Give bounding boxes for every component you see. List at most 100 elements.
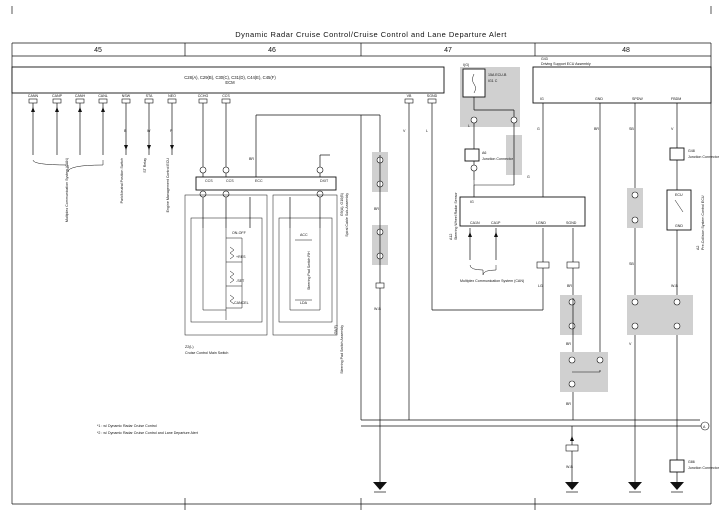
junction-g48: G48 Junction Connector [669, 147, 720, 190]
wire-color-g-2: G [537, 127, 540, 131]
ecm-box: C28(A), C29(B), C30(C), C31(D), C44(E), … [11, 66, 445, 98]
wire-color-wb-1: W-B [374, 307, 382, 311]
steering-name: Steering Wheel Radar Sensor [454, 191, 458, 240]
steering-pin-ca1p: CA1P [491, 221, 501, 225]
ecm-pin-canh: CANH [75, 94, 86, 98]
wire-color-br-3: BR [567, 284, 572, 288]
fuse-name: 15A ECU-B [488, 73, 507, 77]
spiral-pin-1: CCS [205, 179, 213, 183]
wire-color-v-2: V [671, 127, 674, 131]
ecm-spiral-wires: BR V L [199, 103, 433, 420]
wire-color-lg: LG [538, 284, 543, 288]
wire-color-ls-2: L [468, 124, 470, 128]
ecm-ref: ECM [225, 80, 235, 85]
note-1: *1 : w/ Dynamic Radar Cruise Control [97, 424, 157, 428]
steering-pin-ca1n: CA1N [470, 221, 480, 225]
footnotes: *1 : w/ Dynamic Radar Cruise Control *2 … [97, 424, 198, 435]
note-2: *2 : w/ Dynamic Radar Cruise Control and… [97, 431, 198, 435]
mux-system-right: Multiplex Communication System (CAN) [460, 279, 524, 283]
can-wires: Multiplex Communication System (CAN) [31, 103, 105, 222]
wire-color-br-1: BR [249, 157, 254, 161]
section-48: 48 [622, 47, 630, 54]
driving-ecu-name: Driving Support ECU Assembly [541, 62, 591, 66]
ecm-connectors: C28(A), C29(B), C30(C), C31(D), C44(E), … [184, 75, 276, 80]
junction-g86: G86 Junction Connector [669, 459, 720, 482]
wire-color-nsw: B [124, 129, 127, 133]
label-engine-mgmt: Engine Management Control ECU [166, 158, 170, 213]
switch-label-res: +RES [236, 255, 246, 259]
junction-a6-name: Junction Connector [482, 157, 514, 161]
label-park-neutral: Park/Neutral Position Switch [120, 158, 124, 203]
spiral-cable: CCS CCS ECC DXIT G9(A), G10(B) Spiral Ca… [195, 176, 349, 237]
ecm-pin-neo: NEO [168, 94, 176, 98]
fuse-block: 15A ECU-B IG1 C I(G) A6 Junction Connect… [460, 63, 530, 186]
wire-color-neo: P [170, 129, 173, 133]
switch-label-set: -SET [236, 279, 245, 283]
main-switch: ON-OFF +RES -SET CANCEL Z2(L) Cruise Con… [184, 194, 268, 355]
junction-g48-name: Junction Connector [688, 155, 720, 159]
ecm-pin-canl: CANL [98, 94, 108, 98]
steering-pin-sgnd: SGND [566, 221, 577, 225]
ecm-pin-ccs: CCS [222, 94, 230, 98]
pad-label-acc: ACC [300, 233, 308, 237]
ecm-pin-cann: CANN [28, 94, 39, 98]
ecm-pin-nsw: NSW [122, 94, 131, 98]
switch-label-cancel: CANCEL [234, 301, 249, 305]
steering-pin-lgnd: LGND [536, 221, 546, 225]
connector-column-right: SB V [627, 188, 693, 346]
ecm-pin-sta: STA [146, 94, 153, 98]
spiral-pin-3: ECC [255, 179, 263, 183]
wire-color-br-5: BR [566, 342, 571, 346]
marker-a: A [703, 425, 706, 429]
wire-color-br-4: BR [594, 127, 599, 131]
wire-color-sta: W [147, 129, 151, 133]
driving-pin-spdw: SPDW [632, 97, 643, 101]
wire-color-g: G [527, 175, 530, 179]
precollision-gnd-label: GND [675, 224, 683, 228]
precollision-name: Pre-Collision System Control ECU [701, 195, 705, 250]
driving-pin-gnd: GND [595, 97, 603, 101]
wire-color-v-1: V [403, 129, 406, 133]
fuse-sub: IG1 C [488, 79, 498, 83]
main-switch-name: Cruise Control Main Switch [185, 351, 228, 355]
wire-color-br-6: BR [566, 402, 571, 406]
wire-color-br-2: BR [374, 207, 379, 211]
ground-symbols [373, 482, 684, 493]
junction-g86-name: Junction Connector [688, 466, 720, 470]
pad-name: Steering Pad Switch Assembly [340, 325, 344, 374]
wire-color-wb-2: W-B [671, 284, 679, 288]
wire-color-v-3: V [629, 342, 632, 346]
wire-color-sb-2: SB [629, 262, 634, 266]
precollision-ecu-label: ECU [675, 193, 683, 197]
junction-g86-ref: G86 [688, 460, 695, 464]
spiral-name: Spiral Cable Sub-Assembly [345, 193, 349, 237]
pad-switch: ACC LDA Steering Pad Switch RH G8(F) Ste… [272, 194, 344, 374]
marker-a-bus: A W-B [360, 115, 710, 482]
switch-label-onoff: ON-OFF [232, 231, 247, 235]
nsw-sta-neo-wires: B W P Park/Neutral Position Switch ST Re… [120, 103, 174, 212]
spiral-pin-2: CCS [226, 179, 234, 183]
pad-ref: G8(F) [334, 325, 338, 334]
precollision-ref: A2 [696, 246, 700, 250]
section-47: 47 [444, 47, 452, 54]
junction-a6-ref: A6 [482, 151, 486, 155]
steering-top-pin: IG [470, 200, 474, 204]
spiral-ref: G9(A), G10(B) [340, 193, 344, 216]
driving-ecu: G43 Driving Support ECU Assembly IG GND … [532, 57, 712, 482]
ecm-pin-cchg: CCHG [198, 94, 209, 98]
label-st-relay: ST Relay [143, 158, 147, 173]
pad-side-label: Steering Pad Switch RH [307, 251, 311, 290]
diagram-title: Dynamic Radar Cruise Control/Cruise Cont… [235, 30, 507, 39]
ecm-pin-sgnd: SGND [427, 94, 438, 98]
main-switch-ref: Z2(L) [185, 345, 194, 349]
wire-color-sb: SB [629, 127, 634, 131]
connector-column-mid: BR BR [560, 295, 608, 420]
connector-column-380: BR W-B [372, 152, 388, 482]
steering-ref: A12 [449, 234, 453, 240]
junction-g48-ref: G48 [688, 149, 695, 153]
driving-pin-fbdm: FBDM [671, 97, 681, 101]
driving-ecu-ref: G43 [541, 57, 548, 61]
ecm-pin-connectors [28, 98, 437, 104]
driving-pin-ig: IG [540, 97, 544, 101]
